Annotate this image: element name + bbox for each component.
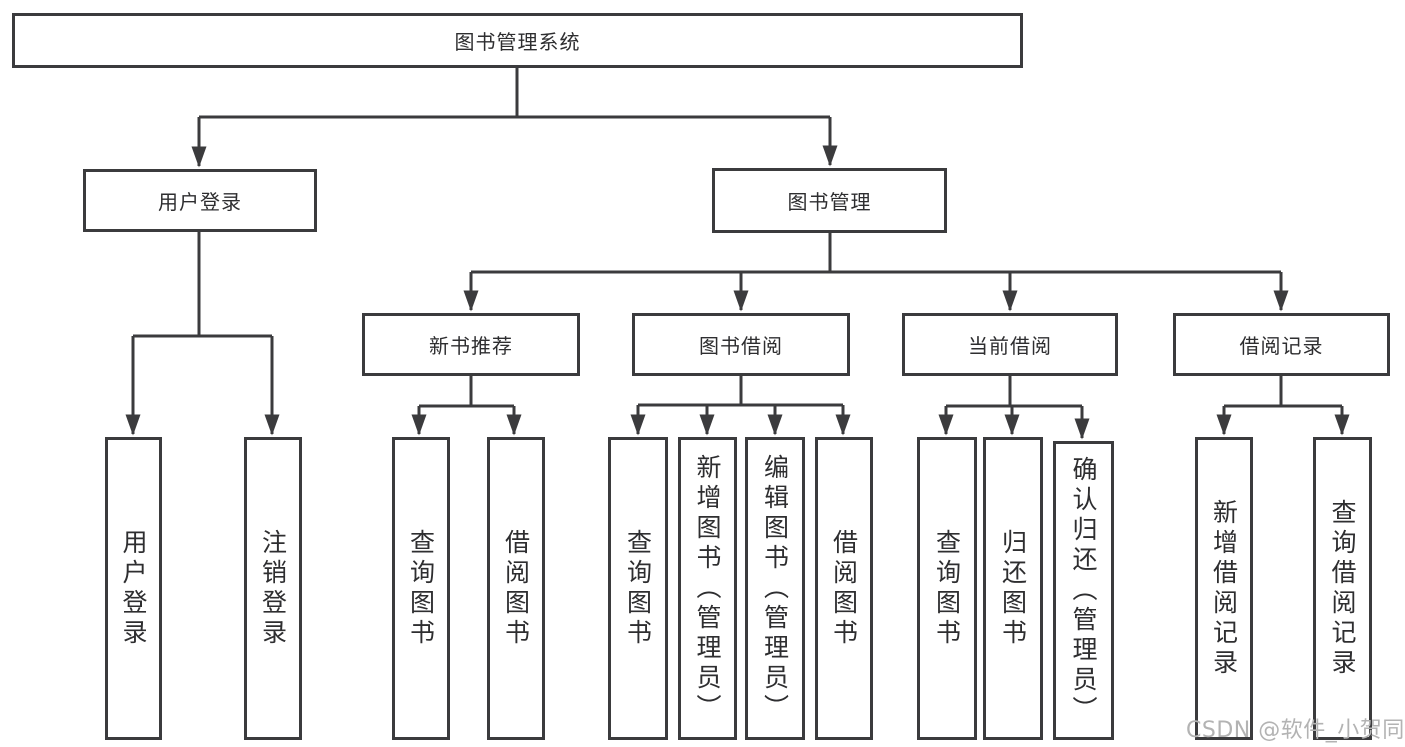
watermark: CSDN @软件_小贺同学 — [1186, 718, 1405, 743]
leaf-user-login: 用户登录 — [105, 437, 162, 740]
node-book-management: 图书管理 — [712, 168, 947, 233]
node-new-book-recommend: 新书推荐 — [362, 313, 580, 376]
leaf-bb-add-book-admin: 新增图书（管理员） — [678, 437, 737, 740]
leaf-cb-confirm-return-admin: 确认归还（管理员） — [1053, 441, 1114, 740]
leaf-nbr-borrow-book: 借阅图书 — [487, 437, 545, 740]
leaf-nbr-query-book: 查询图书 — [392, 437, 450, 740]
leaf-br-query-record: 查询借阅记录 — [1313, 437, 1372, 740]
leaf-cb-query-book: 查询图书 — [917, 437, 977, 740]
leaf-logout: 注销登录 — [244, 437, 302, 740]
node-current-borrow: 当前借阅 — [902, 313, 1118, 376]
leaf-bb-query-book: 查询图书 — [608, 437, 668, 740]
node-borrow-record: 借阅记录 — [1173, 313, 1390, 376]
leaf-cb-return-book: 归还图书 — [983, 437, 1043, 740]
node-user-login: 用户登录 — [83, 169, 317, 232]
node-book-borrow: 图书借阅 — [632, 313, 850, 376]
leaf-bb-borrow-book: 借阅图书 — [815, 437, 873, 740]
leaf-br-add-record: 新增借阅记录 — [1195, 437, 1253, 740]
leaf-bb-edit-book-admin: 编辑图书（管理员） — [745, 437, 805, 740]
node-library-system: 图书管理系统 — [12, 13, 1023, 68]
